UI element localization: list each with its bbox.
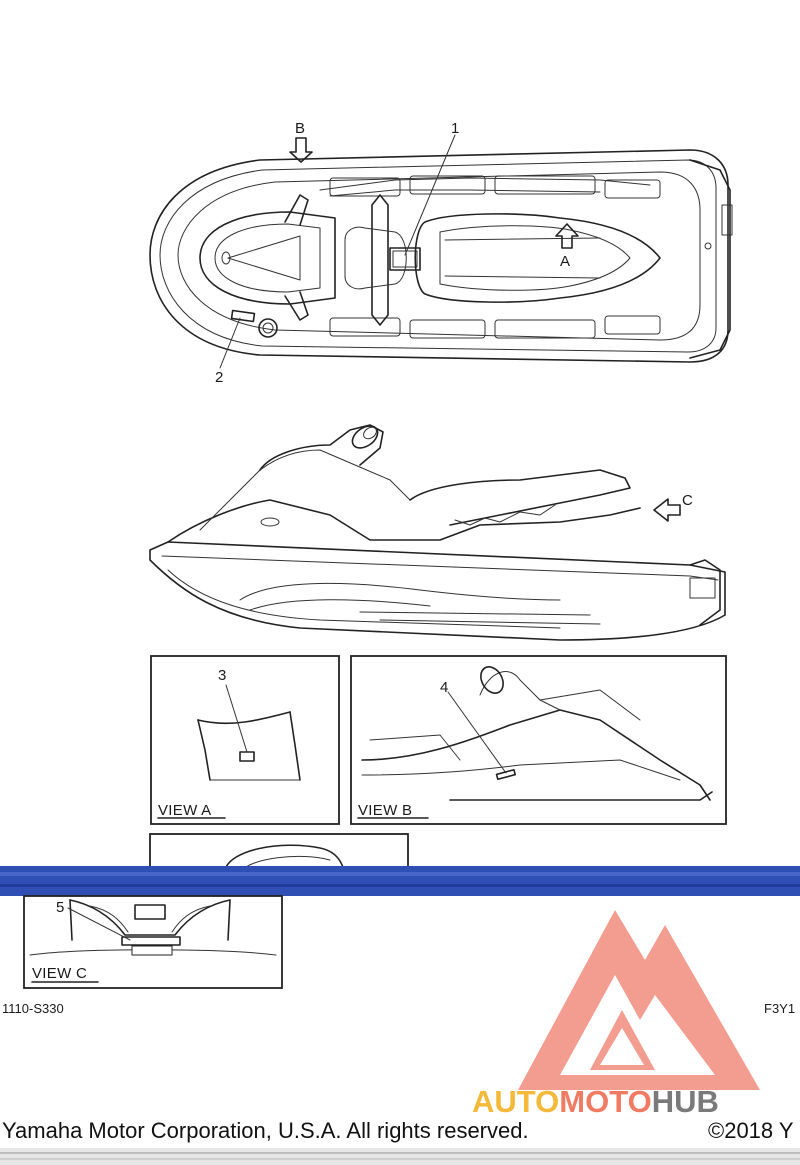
view-b-box [350,655,727,825]
view-a-box [150,655,340,825]
view-mark-c: C [682,492,693,509]
view-mark-a: A [560,253,570,270]
callout-2: 2 [215,369,223,386]
view-mark-b: B [295,120,305,137]
callout-3: 3 [218,667,226,684]
watermark-logo [518,910,760,1090]
callout-5: 5 [56,899,64,916]
top-view-watercraft [149,134,733,369]
footer-copyright: Yamaha Motor Corporation, U.S.A. All rig… [2,1118,529,1143]
footer-year: ©2018 Y [708,1118,794,1143]
view-a-label: VIEW A [158,802,211,819]
view-c-label: VIEW C [32,965,87,982]
scan-band [0,866,800,896]
callout-4: 4 [440,679,448,696]
svg-text:AUTOMOTOHUB: AUTOMOTOHUB [472,1084,719,1119]
view-b-label: VIEW B [358,802,412,819]
watermark-moto: MOTO [559,1084,651,1119]
diagram-code-left: 1110-S330 [2,1001,64,1016]
side-view-watercraft [149,424,726,641]
view-c-box [23,895,283,989]
footer-noise [0,1148,800,1165]
diagram-code-right: F3Y1 [764,1001,795,1016]
watermark-auto: AUTO [472,1084,559,1119]
watermark-hub: HUB [652,1084,719,1119]
callout-1: 1 [451,120,459,137]
